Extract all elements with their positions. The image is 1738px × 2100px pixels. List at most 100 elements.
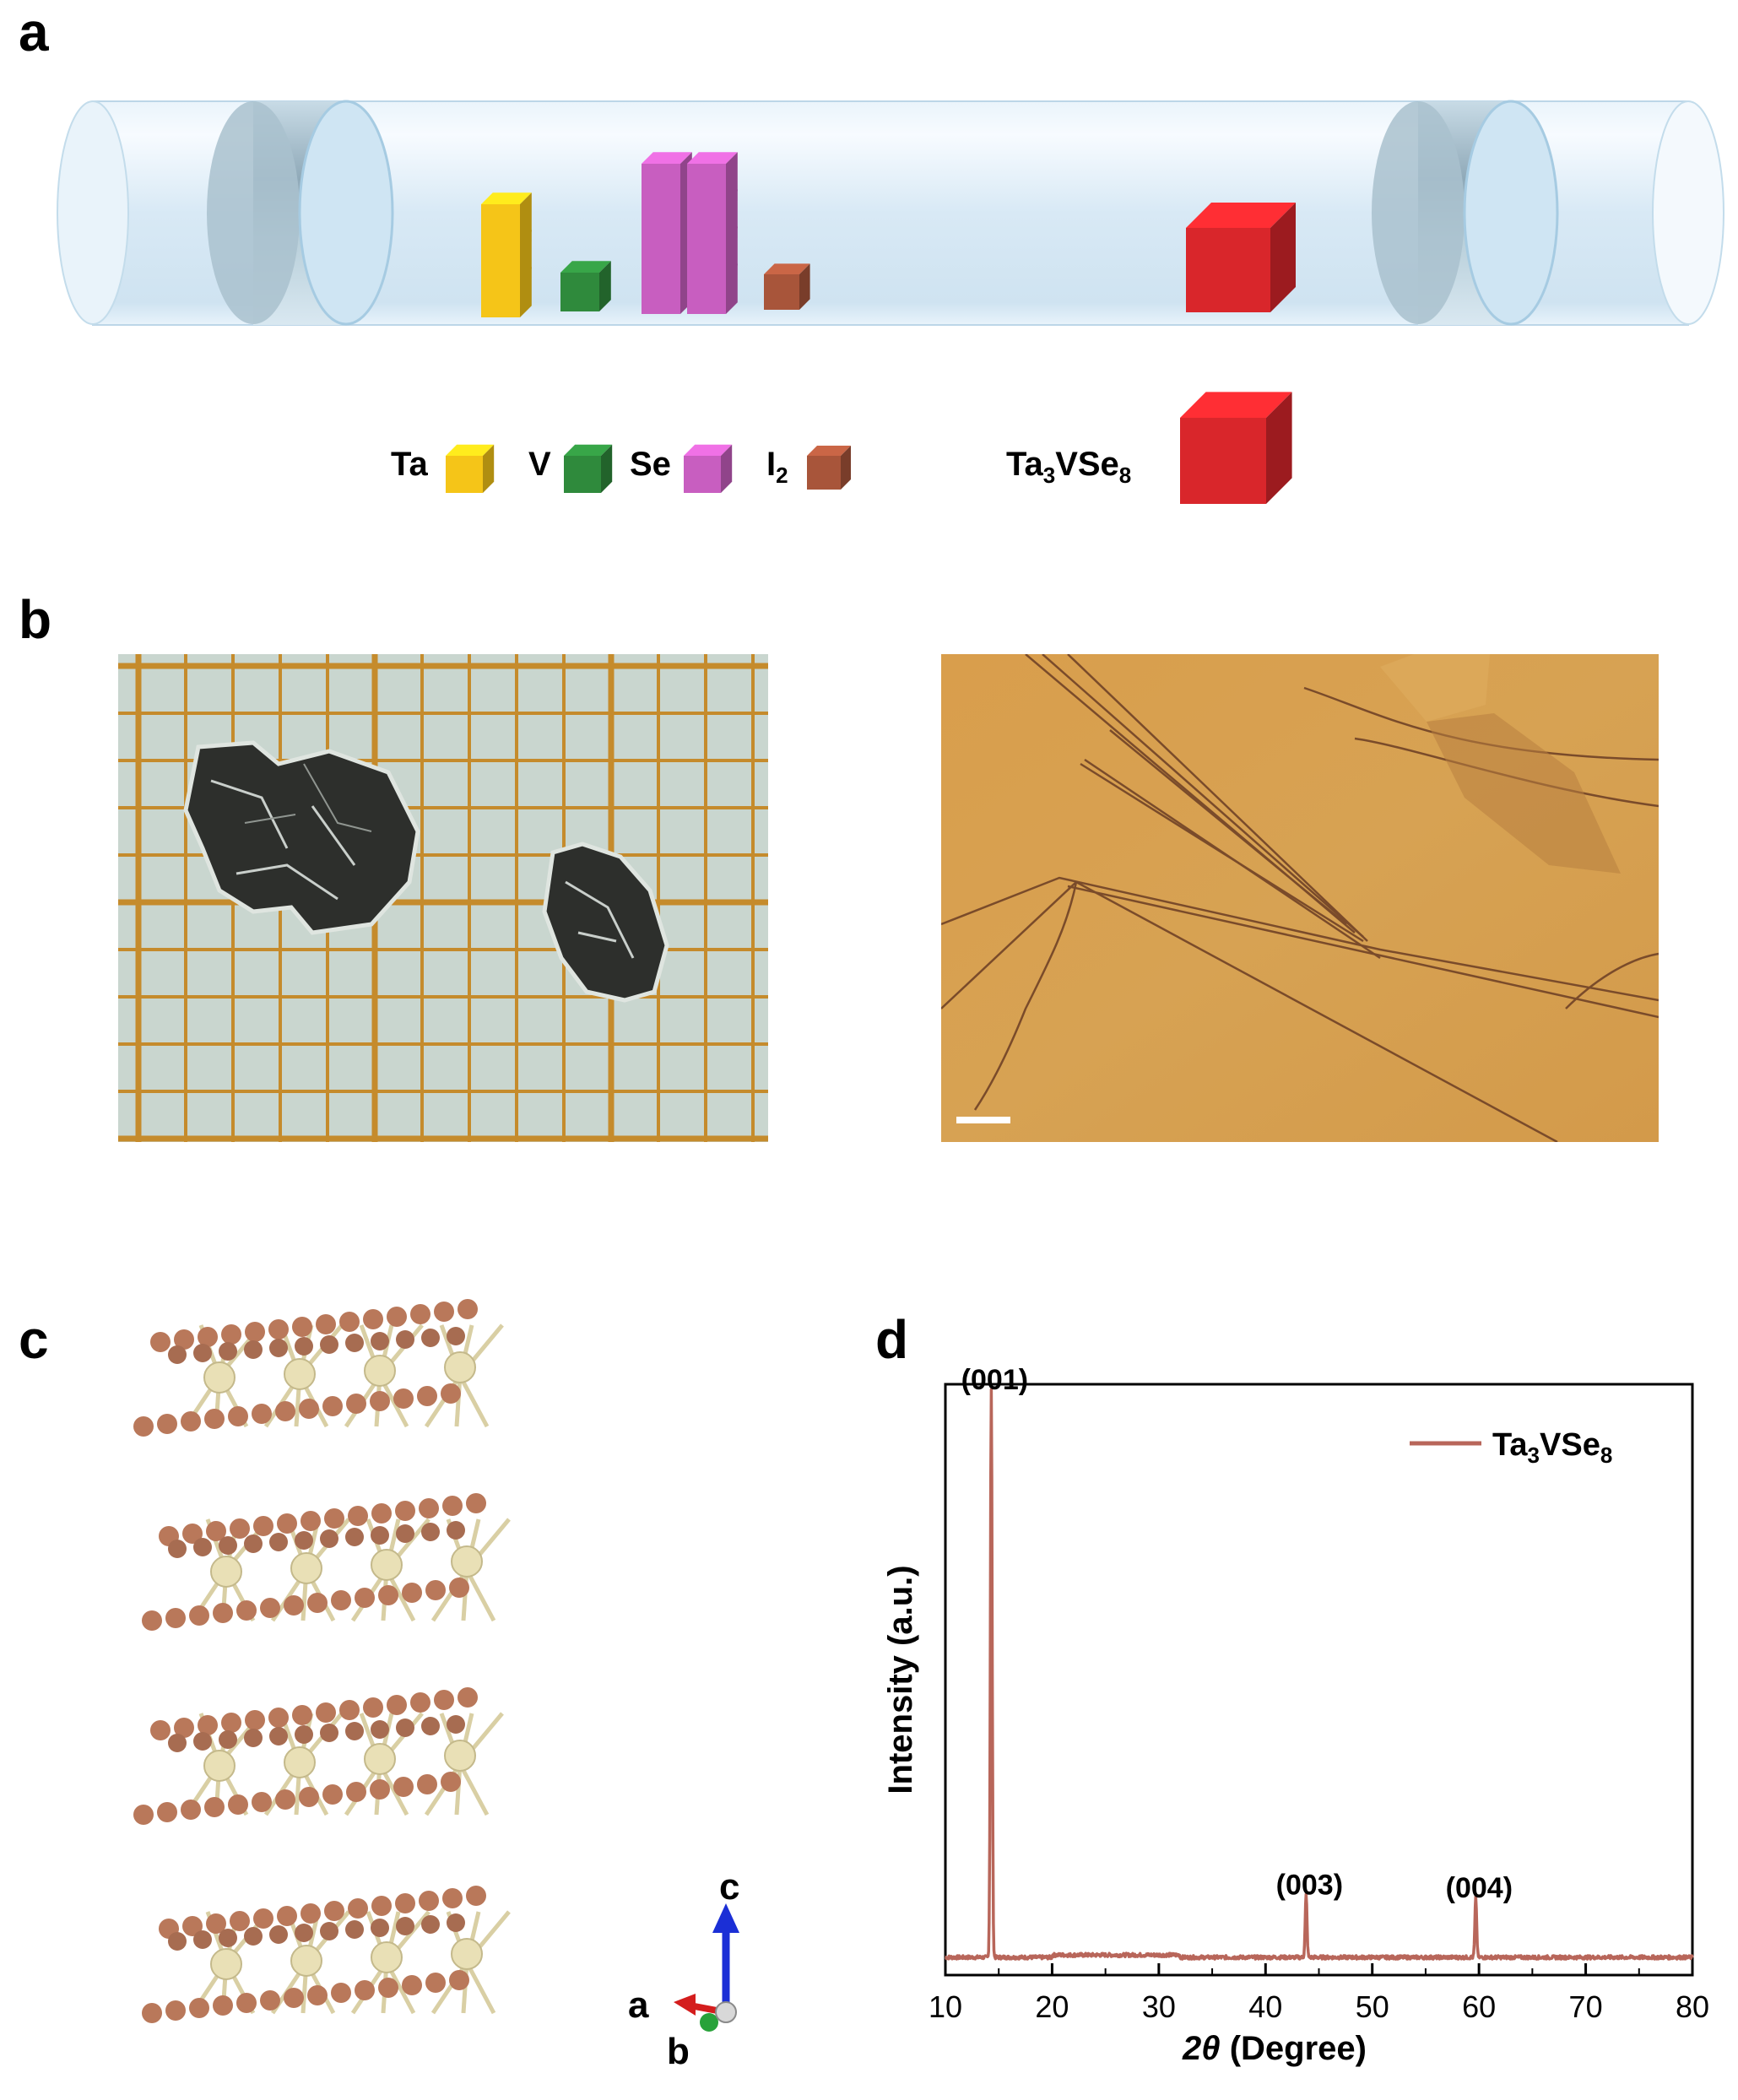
ta-atom: [290, 1945, 322, 1977]
se-atom: [133, 1805, 154, 1825]
se-atom: [213, 1603, 233, 1623]
se-atom: [253, 1516, 273, 1536]
se-atom: [371, 1332, 389, 1350]
se-atom: [133, 1416, 154, 1437]
se-atom: [142, 1610, 162, 1631]
y-axis-label: Intensity (a.u.): [882, 1565, 919, 1794]
se-atom: [230, 1911, 250, 1931]
se-atom: [269, 1533, 288, 1551]
x-tick-label: 80: [1676, 1989, 1709, 2024]
se-atom: [441, 1383, 461, 1404]
legend-product-cube: [1180, 392, 1292, 504]
se-atom: [219, 1730, 237, 1749]
se-atom: [300, 1903, 321, 1924]
se-atom: [324, 1901, 344, 1921]
se-atom: [236, 1993, 257, 2013]
se-atom: [268, 1708, 289, 1728]
bulk-crystal-flake: [183, 740, 420, 935]
se-atom: [181, 1411, 201, 1432]
se-atom: [292, 1705, 312, 1725]
se-atom: [193, 1732, 212, 1751]
se-atom: [371, 1896, 392, 1916]
se-atom: [284, 1595, 304, 1616]
se-atom: [387, 1307, 407, 1327]
axis-triad: c a b: [628, 1866, 739, 2072]
ta-atom: [290, 1552, 322, 1584]
se-atom: [206, 1521, 226, 1541]
se-atom: [320, 1529, 338, 1548]
se-atom: [300, 1511, 321, 1531]
se-atom: [295, 1337, 313, 1356]
se-atom: [219, 1536, 237, 1555]
se-atom: [182, 1524, 203, 1544]
se-atom: [421, 1915, 440, 1934]
legend-v-cube: [564, 444, 613, 493]
se-atom: [244, 1729, 263, 1747]
se-atom: [316, 1702, 336, 1723]
se-atom: [378, 1978, 398, 1998]
chart-legend: Ta3VSe8: [1410, 1427, 1612, 1468]
layer-0: [133, 1299, 504, 1437]
se-atom: [277, 1513, 297, 1534]
se-atom: [421, 1523, 440, 1541]
se-atom: [168, 1932, 187, 1951]
se-atom: [295, 1725, 313, 1744]
flake-edges: [941, 654, 1659, 1142]
se-atom: [425, 1973, 446, 1993]
b-axis-label: b: [667, 2031, 690, 2072]
crystal-photo-grid: [118, 654, 768, 1142]
ta-atom: [451, 1545, 483, 1578]
se-atom: [206, 1913, 226, 1934]
legend-se-label: Se: [630, 446, 671, 483]
se-atom: [396, 1917, 414, 1935]
se-atom: [396, 1330, 414, 1349]
product-crystal-cube: [1186, 203, 1296, 312]
se-atom: [165, 2000, 186, 2021]
se-atom: [157, 1802, 177, 1822]
se-atom: [275, 1401, 295, 1421]
se-atom: [219, 1929, 237, 1947]
se-atom: [198, 1327, 218, 1347]
se-atom: [331, 1983, 351, 2003]
optical-micrograph: [941, 654, 1659, 1142]
x-tick-label: 70: [1569, 1989, 1603, 2024]
se-atom: [355, 1588, 375, 1608]
scale-bar: [956, 1117, 1010, 1123]
ta-atom: [203, 1361, 236, 1394]
a-axis-label: a: [628, 1984, 649, 2026]
se-atom: [150, 1720, 171, 1740]
se-atom: [447, 1521, 465, 1540]
se-atom: [378, 1585, 398, 1605]
se-atom: [244, 1534, 263, 1553]
se-atom: [320, 1922, 338, 1940]
se-atom: [168, 1345, 187, 1364]
se-atom: [221, 1713, 241, 1733]
se-atom: [458, 1299, 478, 1319]
legend-v-label: V: [528, 446, 551, 483]
se-atom: [284, 1988, 304, 2008]
se-atom: [307, 1593, 328, 1613]
peak-labels: (001)(003)(004): [961, 1364, 1513, 1904]
peak-label: (004): [1446, 1872, 1513, 1904]
crystal-structure: [133, 1299, 511, 2023]
se-atom: [355, 1980, 375, 2000]
se-atom: [198, 1715, 218, 1735]
se-atom: [295, 1531, 313, 1550]
se-atom: [345, 1528, 364, 1546]
se-atom: [370, 1391, 390, 1411]
se-atom: [292, 1317, 312, 1337]
legend-ta-cube: [446, 444, 495, 493]
legend-ta-label: Ta: [391, 446, 428, 483]
se-atom: [447, 1327, 465, 1345]
ta-cube: [481, 192, 532, 243]
panel-a-letter: a: [19, 2, 49, 62]
se-atom: [395, 1501, 415, 1521]
se-atom: [348, 1506, 368, 1526]
se-cube: [642, 152, 692, 203]
se-atom: [402, 1975, 422, 1995]
se-atom: [157, 1414, 177, 1434]
se-atom: [339, 1700, 360, 1720]
se-atom: [295, 1924, 313, 1942]
layer-2: [133, 1687, 504, 1825]
